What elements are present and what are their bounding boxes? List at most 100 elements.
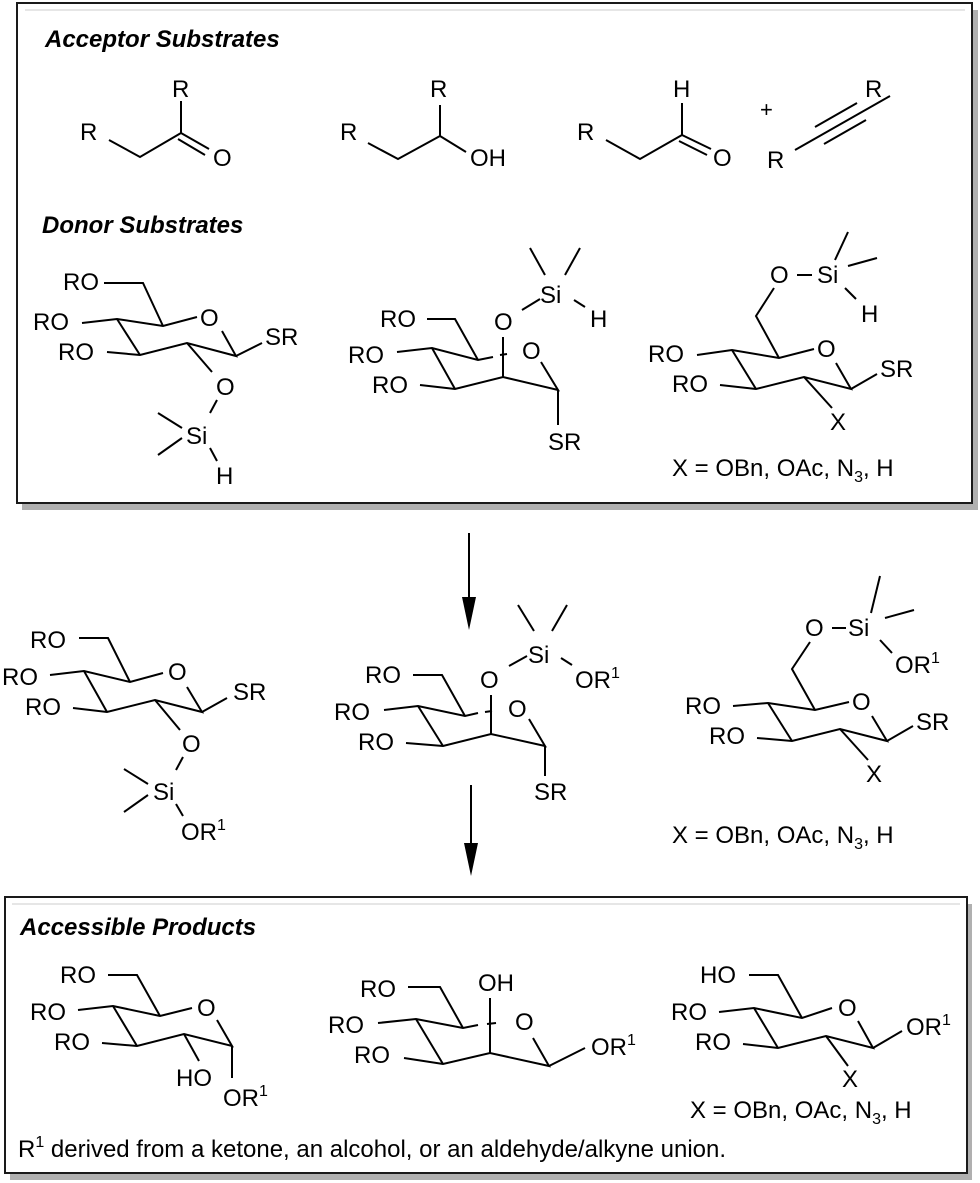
int2-si-me2 (551, 604, 568, 632)
donor1-ro4: RO (33, 309, 69, 336)
alcohol-structure: R R OH (340, 76, 506, 172)
alkyne-triple-bond-upper (814, 102, 858, 128)
int3-ring-top (732, 701, 850, 712)
prod1-or1: OR1 (223, 1083, 268, 1112)
prod2-ring-left (415, 1018, 444, 1065)
donor2-c6-bond (427, 318, 479, 361)
prod3-ro4: RO (671, 999, 707, 1026)
int1-si-me1 (123, 768, 149, 785)
prod1-ring-left (112, 1005, 138, 1047)
int1-sr-bond (201, 697, 228, 713)
int1-ring-bottom (72, 686, 205, 714)
alkyne-triple-bond-lower (823, 119, 867, 145)
prod1-ro4: RO (30, 999, 66, 1026)
int2-si-me1 (517, 604, 535, 632)
products-heading: Accessible Products (19, 914, 256, 941)
prod3-ring-top (718, 1006, 833, 1020)
acceptor-heading: Acceptor Substrates (44, 26, 280, 53)
aldehyde-co-double-bond (678, 140, 708, 156)
donor3-sr: SR (880, 356, 913, 383)
alcohol-r-top: R (430, 76, 447, 103)
int2-sr: SR (534, 779, 567, 806)
int2-ro6: RO (365, 662, 401, 689)
ketone-structure: R R O (80, 76, 232, 172)
prod1-ring-top (77, 1004, 193, 1018)
int3-ro3: RO (709, 723, 745, 750)
products-box-frame (4, 896, 968, 1174)
ketone-r-top: R (172, 76, 189, 103)
donor3-ring-top (696, 348, 815, 360)
int2-ring-o: O (508, 696, 527, 723)
alcohol-oh: OH (470, 145, 506, 172)
prod2-or1: OR1 (591, 1032, 636, 1061)
arrow-1-head (462, 597, 476, 630)
donor1-osi-bond (209, 399, 218, 414)
prod2-ring-top-gap (486, 1022, 497, 1025)
prod2-ro6: RO (360, 976, 396, 1003)
prod2-oh: OH (478, 970, 514, 997)
donor2-sr: SR (548, 429, 581, 456)
prod1-ho-bond (183, 1033, 200, 1062)
prod3-c6-bond (749, 974, 803, 1019)
product-3-structure: HO RO RO O OR1 X (671, 962, 951, 1093)
donor2-si-me1 (529, 247, 546, 276)
prod3-ho6: HO (700, 962, 736, 989)
int1-ring-left (83, 670, 108, 713)
int3-o6: O (805, 615, 824, 642)
donor1-ro3: RO (58, 339, 94, 366)
donor-1-structure: RO RO RO O SR O Si H (33, 269, 298, 490)
donor2-ring-o: O (522, 338, 541, 365)
int3-si-me2 (884, 609, 915, 619)
prod1-ro3: RO (54, 1029, 90, 1056)
donor2-si: Si (540, 282, 561, 309)
aldehyde-structure: H R O (577, 76, 732, 172)
ketone-r-left: R (80, 119, 97, 146)
alkyne-structure: R R (767, 76, 891, 174)
donor3-h: H (861, 301, 878, 328)
prod2-or1-bond (548, 1047, 586, 1067)
donor1-ring-left (116, 318, 141, 356)
donor-heading: Donor Substrates (42, 212, 243, 239)
int2-ring-bottom (405, 718, 548, 748)
donor1-h: H (216, 463, 233, 490)
int2-si: Si (528, 642, 549, 669)
donor1-si: Si (186, 423, 207, 450)
int2-si-or1-bond (560, 657, 573, 666)
int2-ro4: RO (334, 699, 370, 726)
int3-or1: OR1 (895, 650, 940, 679)
int1-ring-top (49, 669, 164, 684)
substrates-box-frame (16, 2, 973, 504)
donor3-ring-left (731, 349, 757, 390)
donor1-sr-bond (235, 342, 263, 357)
intermediate-1-structure: RO RO RO O SR O Si OR1 (2, 627, 266, 846)
int3-sr: SR (916, 709, 949, 736)
product-1-structure: RO RO RO O HO OR1 (30, 962, 268, 1112)
donor2-ring-top (396, 346, 494, 362)
int3-ro4: RO (685, 693, 721, 720)
aldehyde-o: O (713, 145, 732, 172)
ketone-co-bond (180, 132, 210, 150)
arrow-2-head (464, 843, 478, 876)
donor3-c6-bond (754, 287, 780, 359)
donor3-x: X (830, 409, 846, 436)
int1-ro3: RO (25, 694, 61, 721)
int3-sr-bond (886, 725, 914, 742)
ketone-o: O (213, 145, 232, 172)
intermediate-3-structure: O Si OR1 RO RO O SR X (685, 575, 949, 788)
int1-osi-bond (175, 756, 184, 771)
int2-osi-bond (508, 655, 528, 667)
donor2-h: H (590, 306, 607, 333)
ketone-chain-bond (108, 132, 182, 159)
int3-ring-o: O (852, 689, 871, 716)
prod3-or1: OR1 (906, 1012, 951, 1041)
int1-ro4: RO (2, 664, 38, 691)
intermediate-x-definition: X = OBn, OAc, N3, H (672, 822, 894, 853)
r1-footnote: R1 derived from a ketone, an alcohol, or… (18, 1134, 726, 1163)
int1-o2: O (182, 731, 201, 758)
prod3-ring-left (753, 1007, 779, 1049)
prod1-c6-bond (108, 974, 161, 1017)
donor-2-structure: RO RO RO O O Si H SR (348, 247, 607, 456)
plus-sign: + (760, 97, 773, 122)
alcohol-oh-bond (439, 135, 467, 153)
